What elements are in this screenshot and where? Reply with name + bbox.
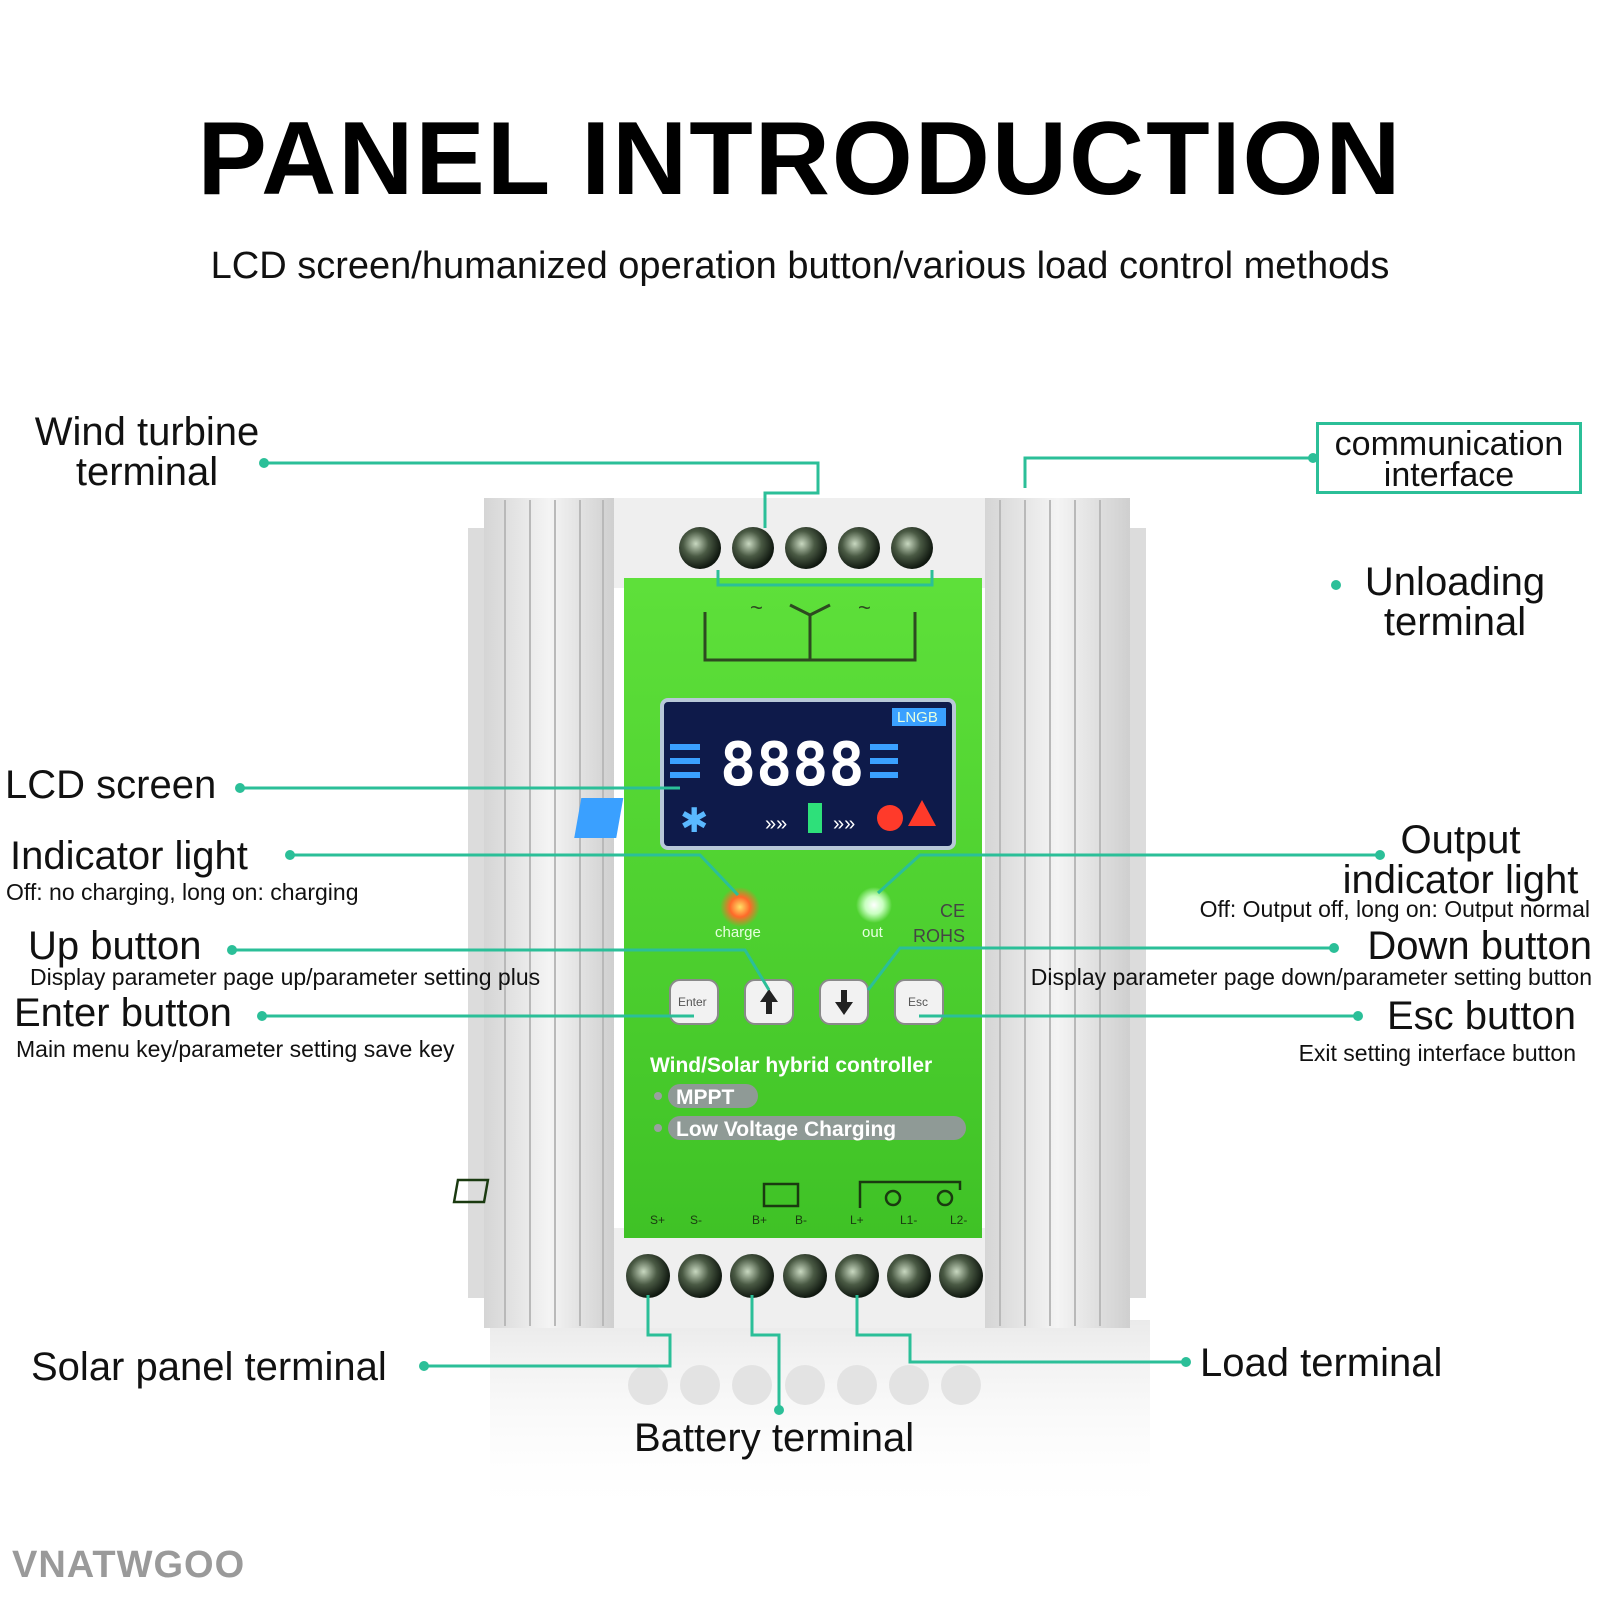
enter-button-label: Enter	[678, 995, 707, 1009]
load-terminal-label: Load terminal	[1200, 1341, 1443, 1385]
wind-turbine-leader	[264, 461, 820, 528]
battery-terminal-label: Battery terminal	[634, 1416, 915, 1460]
terminal-label: S+	[650, 1213, 665, 1227]
up-arrow-icon	[760, 989, 778, 1014]
load-bulb-icon	[884, 1189, 902, 1207]
output-indicator-label: Output indicator light	[1342, 818, 1579, 902]
indicator-light-desc: Off: no charging, long on: charging	[6, 879, 359, 905]
top-terminal-screw	[891, 527, 933, 569]
mppt-badge-text: MPPT	[676, 1086, 735, 1109]
terminal-label: L2-	[950, 1213, 967, 1227]
lcd-screen-label: LCD screen	[5, 763, 217, 807]
down-button[interactable]	[819, 979, 869, 1025]
solar-panel-terminal-label: Solar panel terminal	[31, 1345, 387, 1389]
battery-icon	[762, 1182, 800, 1208]
solar-panel-icon	[452, 1178, 490, 1204]
bottom-terminal-screw	[730, 1254, 774, 1298]
low-voltage-badge: Low Voltage Charging	[654, 1116, 966, 1141]
svg-text:✱: ✱	[680, 802, 709, 840]
top-terminal-screw	[679, 527, 721, 569]
terminal-label: S-	[690, 1213, 702, 1227]
rohs-mark: ROHS	[913, 926, 965, 946]
output-indicator-leader	[876, 853, 1380, 895]
unloading-terminal-label: Unloading terminal	[1364, 560, 1546, 644]
low-voltage-badge-text: Low Voltage Charging	[676, 1118, 896, 1141]
bottom-terminal-screw	[835, 1254, 879, 1298]
bottom-terminal-block	[626, 1254, 983, 1298]
esc-button-label: Esc	[908, 995, 928, 1009]
bottom-terminal-screw	[939, 1254, 983, 1298]
top-terminal-block	[679, 527, 933, 569]
communication-interface-label: communication interface	[1316, 422, 1582, 494]
esc-button-desc: Exit setting interface button	[1298, 1040, 1576, 1066]
page-title: PANEL INTRODUCTION	[197, 101, 1403, 217]
bottom-terminal-screw	[626, 1254, 670, 1298]
device-reflection	[490, 1320, 1150, 1520]
output-indicator-desc: Off: Output off, long on: Output normal	[1199, 896, 1590, 922]
enter-button[interactable]: Enter	[669, 979, 719, 1025]
communication-leader	[1023, 456, 1313, 488]
svg-text:~: ~	[750, 595, 763, 620]
out-led-label: out	[862, 924, 884, 941]
indicator-leader	[290, 853, 740, 897]
top-terminal-screw	[785, 527, 827, 569]
mppt-badge: MPPT	[654, 1084, 758, 1109]
svg-text:»»: »»	[833, 813, 855, 835]
load-bulb-icon	[936, 1189, 954, 1207]
bottom-terminal-labels: S+ S- B+ B- L+ L1- L2-	[650, 1213, 967, 1227]
svg-text:~: ~	[858, 595, 871, 620]
enter-button-desc: Main menu key/parameter setting save key	[16, 1036, 455, 1062]
unloading-leader	[716, 570, 934, 587]
leader-lines	[232, 456, 1380, 1410]
bottom-terminal-screw	[887, 1254, 931, 1298]
ce-mark: CE	[940, 901, 965, 921]
output-indicator-led: out	[856, 887, 892, 941]
terminal-label: B-	[795, 1213, 807, 1227]
top-terminal-screw	[838, 527, 880, 569]
controller-title: Wind/Solar hybrid controller	[650, 1054, 932, 1077]
up-button-leader	[232, 948, 771, 991]
down-button-label: Down button	[1367, 924, 1592, 968]
enter-button-label-callout: Enter button	[14, 991, 232, 1035]
esc-button[interactable]: Esc	[894, 979, 944, 1025]
watermark: VNATWGOO	[12, 1544, 246, 1586]
down-button-leader	[866, 946, 1334, 991]
controller-housing	[468, 498, 1146, 1328]
charge-led-label: charge	[715, 924, 761, 941]
esc-button-label-callout: Esc button	[1386, 994, 1576, 1038]
lcd-screen: 8888 LNGB ✱ »» »»	[574, 698, 956, 850]
lcd-digits: 8888	[720, 730, 865, 800]
battery-leader	[750, 1295, 781, 1410]
indicator-light-label: Indicator light	[10, 834, 248, 878]
terminal-label: B+	[752, 1213, 767, 1227]
terminal-label: L+	[850, 1213, 864, 1227]
down-button-desc: Display parameter page down/parameter se…	[1030, 964, 1592, 990]
bottom-terminal-screw	[678, 1254, 722, 1298]
terminal-label: L1-	[900, 1213, 917, 1227]
bottom-terminal-screw	[783, 1254, 827, 1298]
page-subtitle: LCD screen/humanized operation button/va…	[210, 245, 1390, 287]
load-circuit-icon	[858, 1180, 962, 1208]
leader-dots	[227, 453, 1385, 1415]
load-leader	[855, 1295, 1186, 1364]
bottom-symbols	[452, 1178, 962, 1208]
wind-turbine-terminal-label: Wind turbine terminal	[34, 410, 260, 494]
up-button[interactable]	[744, 979, 794, 1025]
wind-turbine-icon: ~ ~	[703, 595, 917, 662]
svg-text:»»: »»	[765, 813, 787, 835]
down-arrow-icon	[835, 990, 853, 1015]
lcd-tag: LNGB	[897, 709, 938, 726]
solar-leader	[424, 1295, 672, 1368]
up-button-desc: Display parameter page up/parameter sett…	[30, 964, 541, 990]
top-terminal-screw	[732, 527, 774, 569]
charge-indicator-led: charge	[715, 887, 761, 941]
up-button-label: Up button	[28, 924, 202, 968]
